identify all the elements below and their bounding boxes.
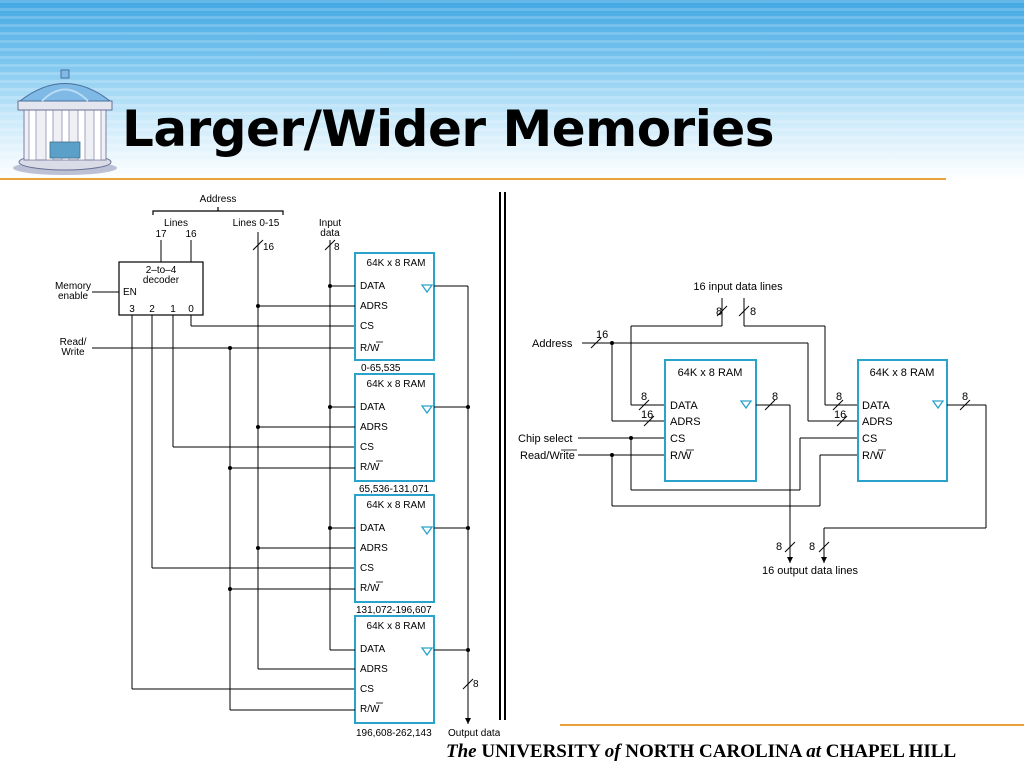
chip-2-data: DATA [360, 402, 386, 413]
input-lines-label: 16 input data lines [693, 281, 783, 293]
read-write-label-2: Write [61, 347, 85, 358]
right-chip-1-rw: R/W [670, 450, 692, 462]
right-chip-2-label: 64K x 8 RAM [870, 367, 935, 379]
right-chip-2-data: DATA [862, 400, 890, 412]
input-data-label-2: data [320, 228, 340, 239]
diagram-separator [499, 192, 507, 720]
footer-chapel-hill: CHAPEL HILL [825, 741, 957, 762]
chip-4-output-triangle [420, 647, 434, 657]
memory-enable-label-2: enable [58, 291, 88, 302]
right-chip-2-data-out-width: 8 [962, 391, 968, 403]
output-width-a: 8 [776, 541, 782, 553]
chip-2-cs: CS [360, 442, 374, 453]
footer-text: The UNIVERSITY of NORTH CAROLINA at CHAP… [446, 741, 1006, 763]
left-diagram: Address Lines 17 16 Lines 0-15 Input dat… [55, 194, 500, 739]
decoder-out-1: 1 [170, 304, 176, 315]
footer-the: The [446, 741, 477, 762]
output-width-label: 8 [473, 679, 479, 690]
footer-of: of [604, 741, 621, 762]
address-width: 16 [596, 329, 608, 341]
decoder-out-2: 2 [149, 304, 155, 315]
chip-3-cs: CS [360, 563, 374, 574]
header-band [0, 0, 1024, 180]
address-label: Address [200, 194, 237, 205]
right-chip-2-adrs: ADRS [862, 416, 893, 428]
chip-2-label: 64K x 8 RAM [367, 379, 426, 390]
right-chip-1-label: 64K x 8 RAM [678, 367, 743, 379]
chip-2-range: 65,536-131,071 [359, 484, 430, 495]
read-write-label-1: Read/ [60, 337, 87, 348]
address-width-label: 16 [263, 242, 275, 253]
decoder-out-3: 3 [129, 304, 135, 315]
right-diagram: 16 input data lines 8 8 Address 16 Chip … [518, 281, 987, 577]
decoder-en: EN [123, 287, 137, 298]
slide-title: Larger/Wider Memories [122, 100, 775, 158]
decoder-label-2: decoder [143, 275, 180, 286]
chip-4-range: 196,608-262,143 [356, 728, 432, 739]
old-well-logo [13, 69, 117, 175]
decoder-out-0: 0 [188, 304, 194, 315]
chip-2-rw: R/W [360, 462, 380, 473]
lines-0-15-label: Lines 0-15 [233, 218, 280, 229]
output-lines-label: 16 output data lines [762, 565, 859, 577]
line-16-label: 16 [185, 229, 197, 240]
chip-1-adrs: ADRS [360, 301, 388, 312]
chip-4-adrs: ADRS [360, 664, 388, 675]
right-chip-2-cs: CS [862, 433, 877, 445]
output-data-label: Output data [448, 728, 500, 739]
right-chip-2-output-triangle [931, 400, 945, 410]
chip-3-range: 131,072-196,607 [356, 605, 432, 616]
read-write-label: Read/Write [520, 450, 575, 462]
input-width-label: 8 [334, 242, 340, 253]
chip-4-cs: CS [360, 684, 374, 695]
output-width-b: 8 [809, 541, 815, 553]
chip-1-label: 64K x 8 RAM [367, 258, 426, 269]
chip-3-label: 64K x 8 RAM [367, 500, 426, 511]
chip-3-output-triangle [420, 526, 434, 536]
chip-1-cs: CS [360, 321, 374, 332]
chip-3-data: DATA [360, 523, 386, 534]
line-17-label: 17 [155, 229, 167, 240]
chip-1-data: DATA [360, 281, 386, 292]
chip-3-rw: R/W [360, 583, 380, 594]
chip-1-output-triangle [420, 284, 434, 294]
lines-label: Lines [164, 218, 188, 229]
right-chip-1-data: DATA [670, 400, 698, 412]
chip-4-label: 64K x 8 RAM [367, 621, 426, 632]
chip-select-label: Chip select [518, 433, 572, 445]
memory-enable-label-1: Memory [55, 281, 91, 292]
footer-north-carolina: NORTH CAROLINA [625, 741, 802, 762]
input-width-b: 8 [750, 306, 756, 318]
right-chip-1-adrs: ADRS [670, 416, 701, 428]
right-chip-2-adrs-width: 16 [834, 409, 846, 421]
decoder-label-1: 2–to–4 [146, 265, 177, 276]
address-label: Address [532, 338, 573, 350]
footer-at: at [806, 741, 821, 762]
chip-4-rw: R/W [360, 704, 380, 715]
chip-3-adrs: ADRS [360, 543, 388, 554]
chip-4-data: DATA [360, 644, 386, 655]
right-chip-1-data-in-width: 8 [641, 391, 647, 403]
right-chip-1-data-out-width: 8 [772, 391, 778, 403]
right-chip-1-output-triangle [739, 400, 753, 410]
input-data-label-1: Input [319, 218, 341, 229]
right-chip-2-data-in-width: 8 [836, 391, 842, 403]
input-width-a: 8 [716, 306, 722, 318]
chip-2-output-triangle [420, 405, 434, 415]
right-chip-1-cs: CS [670, 433, 685, 445]
footer-divider [560, 724, 1024, 726]
right-chip-2-rw: R/W [862, 450, 884, 462]
chip-1-range: 0-65,535 [361, 363, 401, 374]
chip-1-rw: R/W [360, 343, 380, 354]
chip-2-adrs: ADRS [360, 422, 388, 433]
right-chip-1-adrs-width: 16 [641, 409, 653, 421]
title-divider [0, 178, 946, 180]
footer-university: UNIVERSITY [481, 741, 600, 762]
